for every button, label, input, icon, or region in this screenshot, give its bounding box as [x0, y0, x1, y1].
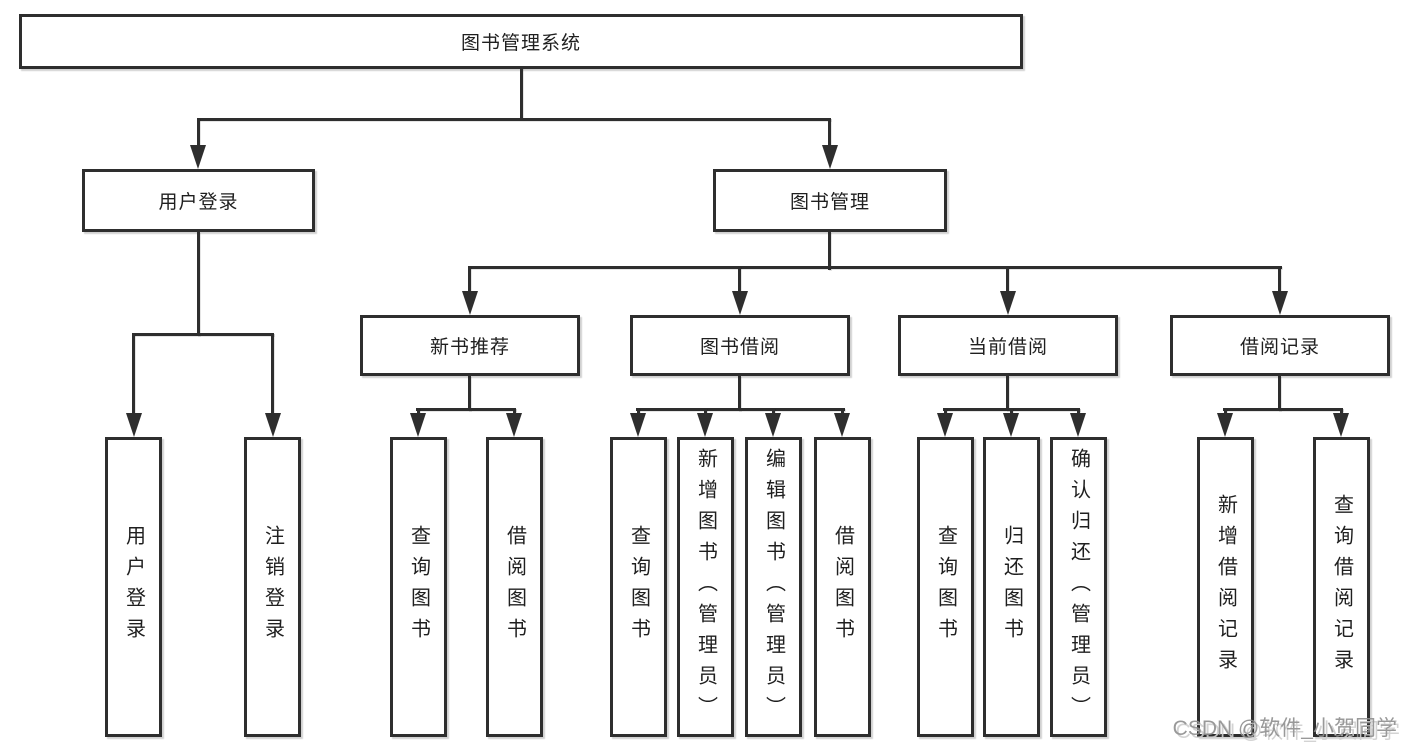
node-add-books-admin: 新增图书（管理员）	[677, 437, 734, 737]
node-label: 图书管理系统	[460, 33, 581, 54]
connector-line	[197, 118, 831, 121]
arrow-down-icon	[937, 413, 953, 437]
node-borrow-books-recommend: 借阅图书	[486, 437, 543, 737]
connector-line	[828, 118, 831, 152]
node-label: 查询借阅记录	[1330, 494, 1353, 680]
node-query-books-borrowing: 查询图书	[610, 437, 667, 737]
node-library-management-system: 图书管理系统	[19, 14, 1023, 69]
node-label: 当前借阅	[967, 337, 1048, 358]
arrow-down-icon	[1333, 413, 1349, 437]
arrow-down-icon	[1070, 413, 1086, 437]
node-logout: 注销登录	[244, 437, 301, 737]
node-user-login: 用户登录	[82, 169, 315, 232]
node-label: 注销登录	[261, 525, 284, 649]
node-label: 图书管理	[789, 192, 870, 213]
arrow-down-icon	[765, 413, 781, 437]
node-borrowing-records: 借阅记录	[1170, 315, 1390, 376]
node-add-borrow-record: 新增借阅记录	[1197, 437, 1254, 737]
node-borrow-books: 借阅图书	[814, 437, 871, 737]
node-label: 用户登录	[158, 192, 239, 213]
connector-line	[416, 408, 516, 411]
connector-line	[738, 266, 741, 294]
node-label: 借阅记录	[1239, 337, 1320, 358]
connector-line	[1223, 408, 1343, 411]
connector-line	[132, 333, 274, 336]
connector-line	[738, 376, 741, 411]
node-book-management: 图书管理	[713, 169, 947, 232]
node-label: 新增借阅记录	[1214, 494, 1237, 680]
node-label: 新增图书（管理员）	[694, 447, 717, 727]
node-query-books-current: 查询图书	[917, 437, 974, 737]
arrow-down-icon	[630, 413, 646, 437]
arrow-down-icon	[1217, 413, 1233, 437]
arrow-down-icon	[697, 413, 713, 437]
arrow-down-icon	[462, 291, 478, 315]
arrow-down-icon	[410, 413, 426, 437]
arrow-down-icon	[822, 145, 838, 169]
connector-line	[1278, 376, 1281, 411]
node-current-borrowing: 当前借阅	[898, 315, 1118, 376]
connector-line	[197, 232, 200, 336]
connector-line	[197, 118, 200, 152]
node-user-login-leaf: 用户登录	[105, 437, 162, 737]
arrow-down-icon	[265, 413, 281, 437]
arrow-down-icon	[1003, 413, 1019, 437]
connector-line	[132, 333, 135, 415]
node-book-borrowing: 图书借阅	[630, 315, 850, 376]
node-label: 查询图书	[934, 525, 957, 649]
node-return-books: 归还图书	[983, 437, 1040, 737]
node-query-books-recommend: 查询图书	[390, 437, 447, 737]
node-edit-books-admin: 编辑图书（管理员）	[745, 437, 802, 737]
connector-line	[1006, 376, 1009, 411]
node-label: 用户登录	[122, 525, 145, 649]
node-label: 新书推荐	[429, 337, 510, 358]
connector-line	[468, 266, 1282, 269]
arrow-down-icon	[1000, 291, 1016, 315]
arrow-down-icon	[834, 413, 850, 437]
node-label: 编辑图书（管理员）	[762, 447, 785, 727]
connector-line	[271, 333, 274, 415]
node-label: 归还图书	[1000, 525, 1023, 649]
node-new-book-recommendation: 新书推荐	[360, 315, 580, 376]
node-label: 确认归还（管理员）	[1067, 447, 1090, 727]
connector-line	[468, 266, 471, 294]
node-label: 图书借阅	[699, 337, 780, 358]
connector-line	[828, 232, 831, 270]
csdn-watermark: CSDN @软件_小贺同学	[1172, 717, 1397, 740]
connector-line	[520, 68, 523, 120]
connector-line	[468, 376, 471, 411]
connector-line	[1278, 266, 1281, 294]
arrow-down-icon	[126, 413, 142, 437]
connector-line	[636, 408, 845, 411]
arrow-down-icon	[506, 413, 522, 437]
node-confirm-return-admin: 确认归还（管理员）	[1050, 437, 1107, 737]
node-label: 查询图书	[627, 525, 650, 649]
node-query-borrow-record: 查询借阅记录	[1313, 437, 1370, 737]
node-label: 借阅图书	[831, 525, 854, 649]
arrow-down-icon	[1272, 291, 1288, 315]
arrow-down-icon	[190, 145, 206, 169]
arrow-down-icon	[732, 291, 748, 315]
connector-line	[1006, 266, 1009, 294]
node-label: 借阅图书	[503, 525, 526, 649]
node-label: 查询图书	[407, 525, 430, 649]
